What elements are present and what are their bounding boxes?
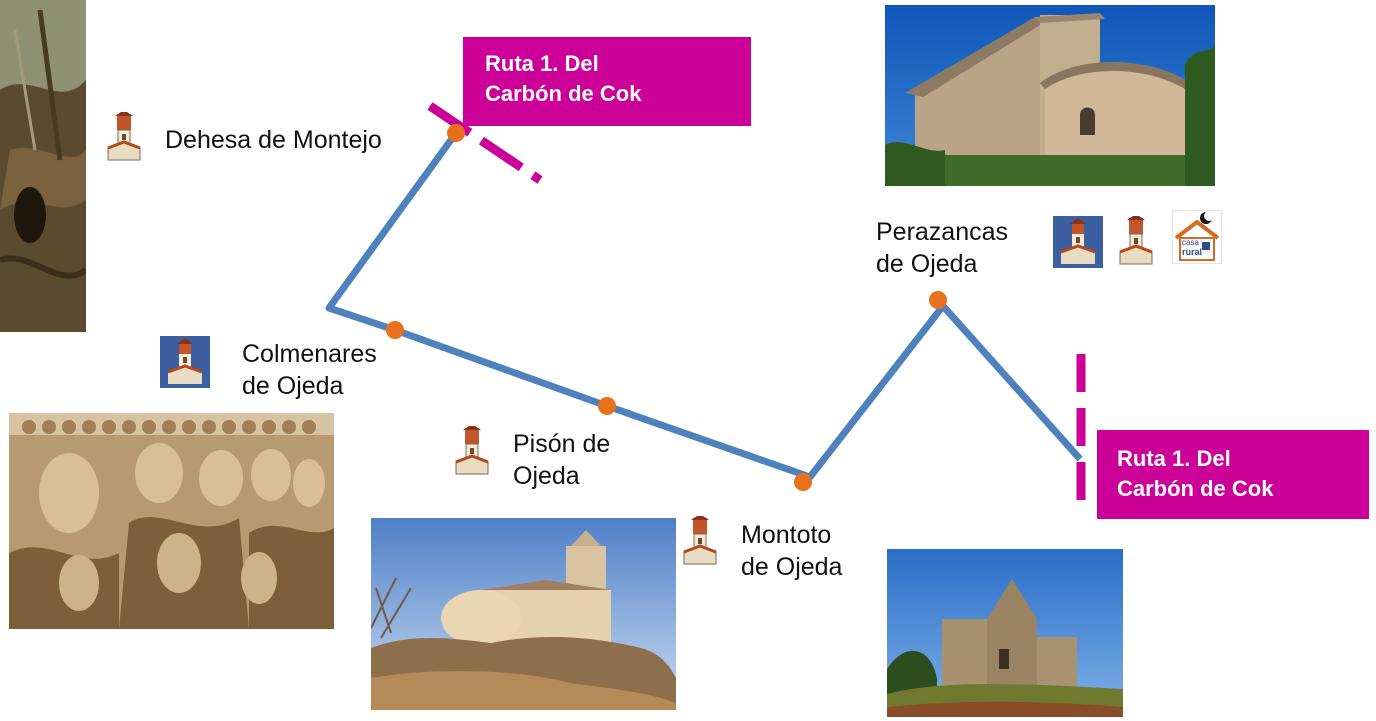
stop-dot[interactable]: [598, 397, 616, 415]
church-icon: [1118, 216, 1154, 268]
stop-dot[interactable]: [794, 473, 812, 491]
stop-label-dehesa-de-montejo: Dehesa de Montejo: [165, 126, 382, 154]
stop-dot[interactable]: [386, 321, 404, 339]
ruined-church-photo: [887, 549, 1123, 717]
romanesque-church-photo: [885, 5, 1215, 186]
route-line: [325, 130, 1083, 481]
route-banner-top: Ruta 1. Del Carbón de Cok: [463, 37, 751, 126]
church-icon: [454, 426, 490, 478]
hilltop-church-photo: [371, 518, 676, 710]
rural-house-sign-line1: casa: [1182, 238, 1199, 247]
church-tile-icon: [160, 336, 210, 388]
stop-dot[interactable]: [447, 124, 465, 142]
stop-label-montoto-de-ojeda: Montoto de Ojeda: [741, 521, 843, 581]
rural-house-icon: casa rural: [1172, 210, 1222, 264]
stop-dot[interactable]: [929, 291, 947, 309]
tree-trunk-photo: [0, 0, 86, 332]
stop-label-perazancas-de-ojeda: Perazancas de Ojeda: [876, 218, 1009, 278]
stop-label-colmenares-de-ojeda: Colmenares de Ojeda: [242, 340, 377, 400]
carved-capital-photo: [9, 413, 334, 629]
church-icon: [682, 516, 718, 568]
church-tile-icon: [1053, 216, 1103, 268]
route-start-dash-marker: [427, 102, 543, 184]
rural-house-sign-line2: rural: [1182, 247, 1203, 257]
stop-label-pison-de-ojeda: Pisón de Ojeda: [513, 430, 611, 490]
church-icon: [106, 112, 142, 164]
route-banner-right: Ruta 1. Del Carbón de Cok: [1097, 430, 1369, 519]
